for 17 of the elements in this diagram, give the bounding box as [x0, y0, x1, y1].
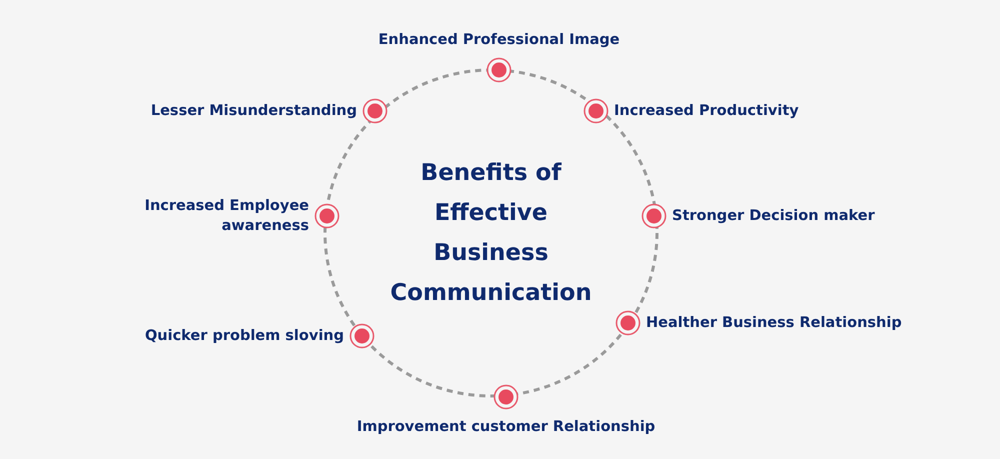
benefit-label: Enhanced Professional Image — [378, 31, 620, 50]
benefit-label: Increased Employee awareness — [144, 197, 309, 236]
dot-marker — [486, 57, 512, 83]
dot-marker — [615, 310, 641, 336]
benefit-label: Increased Productivity — [614, 102, 799, 121]
dot-marker — [314, 203, 340, 229]
benefit-label: Improvement customer Relationship — [356, 418, 656, 437]
benefit-label: Quicker problem sloving — [144, 327, 344, 346]
benefit-label: Lesser Misunderstanding — [150, 102, 357, 121]
dot-marker — [641, 203, 667, 229]
benefit-label: Stronger Decision maker — [672, 207, 875, 226]
dot-marker — [583, 98, 609, 124]
dot-marker — [349, 323, 375, 349]
dot-marker — [493, 384, 519, 410]
center-title: Benefits of Effective Business Communication — [389, 159, 593, 308]
benefit-label: Healther Business Relationship — [646, 314, 902, 333]
dot-marker — [362, 98, 388, 124]
